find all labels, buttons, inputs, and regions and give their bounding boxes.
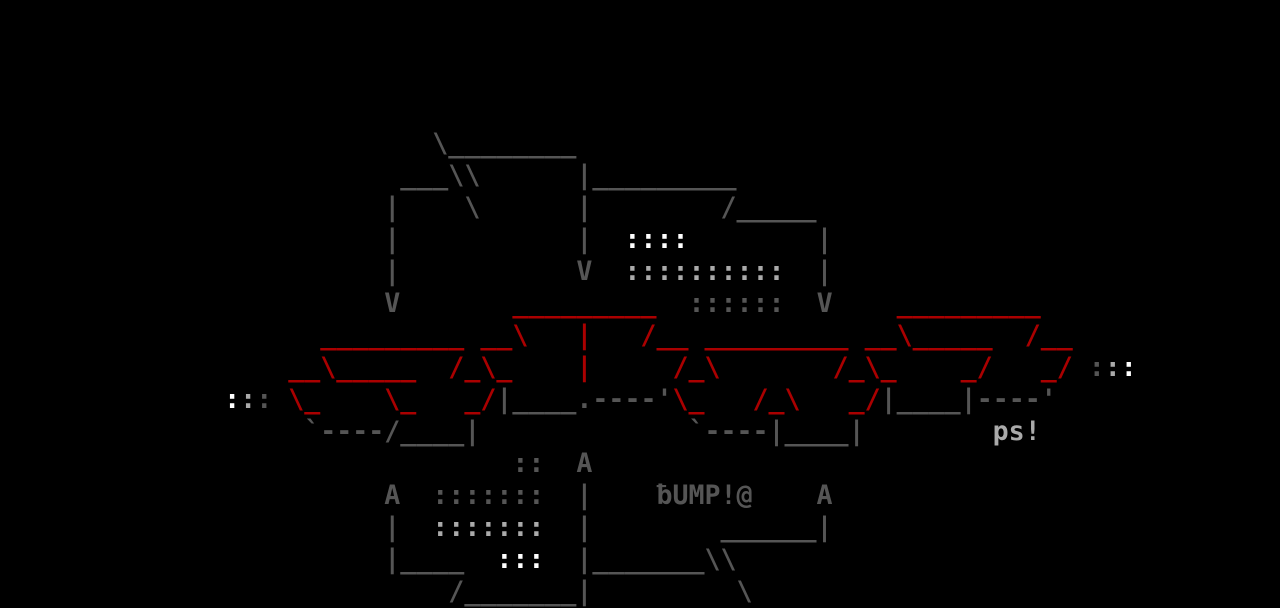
ascii-art-segment: :: bbox=[512, 448, 545, 479]
ascii-art-segment: ::: bbox=[496, 544, 545, 575]
ascii-art-segment: | bbox=[0, 512, 433, 543]
ascii-art-segment: :::: bbox=[624, 224, 689, 255]
ascii-art-segment: ::::::: bbox=[432, 480, 545, 511]
ascii-art-row: :: A bbox=[0, 448, 592, 480]
ascii-art-segment: | ______| bbox=[544, 512, 833, 543]
ascii-art-row: | \ | /_____ bbox=[0, 192, 817, 224]
ascii-art-row: `----/____| `----|____| ps! bbox=[0, 416, 1041, 448]
ascii-art-segment: : bbox=[1104, 352, 1121, 383]
ascii-art-segment: ___\\ |_________ bbox=[0, 160, 737, 191]
ascii-art-segment: |____ bbox=[0, 544, 497, 575]
ascii-art-segment: V bbox=[784, 288, 897, 319]
ascii-art-segment: | ƀUMP!@ A bbox=[544, 480, 833, 511]
ascii-art-segment: | \ | /_____ bbox=[0, 192, 817, 223]
ascii-art-segment: : bbox=[240, 384, 257, 415]
ascii-art-row: ::: \_ \_ _/|____.----'\_ /_\ _/|____|--… bbox=[0, 384, 1057, 416]
ascii-art-segment: _________ bbox=[896, 288, 1041, 319]
ascii-art-segment: _________ __\ | /__ _________ __\_____ /… bbox=[0, 320, 1073, 351]
ascii-art-segment: | V bbox=[0, 256, 625, 287]
ascii-art-segment: A bbox=[544, 448, 593, 479]
ascii-art-segment: \________ bbox=[0, 128, 577, 159]
ascii-art-segment: `----/____| `----|____| bbox=[0, 416, 993, 447]
ascii-art-row: /_______| \ bbox=[0, 576, 753, 608]
ascii-art-row: V _________ :::::: V _________ bbox=[0, 288, 1041, 320]
ascii-art-segment bbox=[0, 384, 224, 415]
ascii-art-segment: :::::::::: bbox=[624, 256, 785, 287]
ascii-art-segment: |____|----' bbox=[880, 384, 1057, 415]
ascii-art-segment: /_______| \ bbox=[0, 576, 753, 607]
ascii-art-segment: |_______\\ bbox=[544, 544, 737, 575]
ascii-art-row: |____ ::: |_______\\ bbox=[0, 544, 737, 576]
ascii-art-segment: : bbox=[1120, 352, 1137, 383]
ascii-art-segment bbox=[656, 288, 688, 319]
ascii-art-row: \________ bbox=[0, 128, 576, 160]
ascii-art-segment: |____.----' bbox=[496, 384, 673, 415]
ascii-art-row: ___\\ |_________ bbox=[0, 160, 737, 192]
ascii-art-segment bbox=[0, 448, 512, 479]
ascii-art-segment: ::::::: bbox=[432, 512, 545, 543]
ascii-art-row: __\_____ /_\_ | /_\ /_\_ _/ _/ ::: bbox=[0, 352, 1137, 384]
ascii-art-row: _________ __\ | /__ _________ __\_____ /… bbox=[0, 320, 1073, 352]
ascii-art-segment: : bbox=[224, 384, 241, 415]
ascii-art-row: | ::::::: | ______| bbox=[0, 512, 833, 544]
ascii-art-segment: | bbox=[784, 256, 833, 287]
ascii-art-segment: __\_____ /_\_ | /_\ /_\_ _/ _/ bbox=[0, 352, 1073, 383]
ascii-art-segment bbox=[272, 384, 288, 415]
ascii-art-row: A ::::::: | ƀUMP!@ A bbox=[0, 480, 833, 512]
ascii-art-row: | V :::::::::: | bbox=[0, 256, 833, 288]
ascii-art-segment bbox=[1073, 352, 1089, 383]
ascii-art-segment: A bbox=[0, 480, 433, 511]
ascii-art-segment: ps! bbox=[992, 416, 1041, 447]
ascii-art-row: | | :::: | bbox=[0, 224, 833, 256]
ascii-art-segment: :::::: bbox=[688, 288, 785, 319]
ascii-art-segment: \_ \_ _/ bbox=[288, 384, 497, 415]
ascii-art-segment: \_ /_\ _/ bbox=[672, 384, 881, 415]
ascii-art-segment: _________ bbox=[512, 288, 657, 319]
ascii-art-segment: : bbox=[256, 384, 273, 415]
ascii-art-segment: V bbox=[0, 288, 513, 319]
ascii-art-segment: : bbox=[1088, 352, 1105, 383]
ascii-art-segment: | bbox=[688, 224, 833, 255]
ascii-art-segment: | | bbox=[0, 224, 625, 255]
